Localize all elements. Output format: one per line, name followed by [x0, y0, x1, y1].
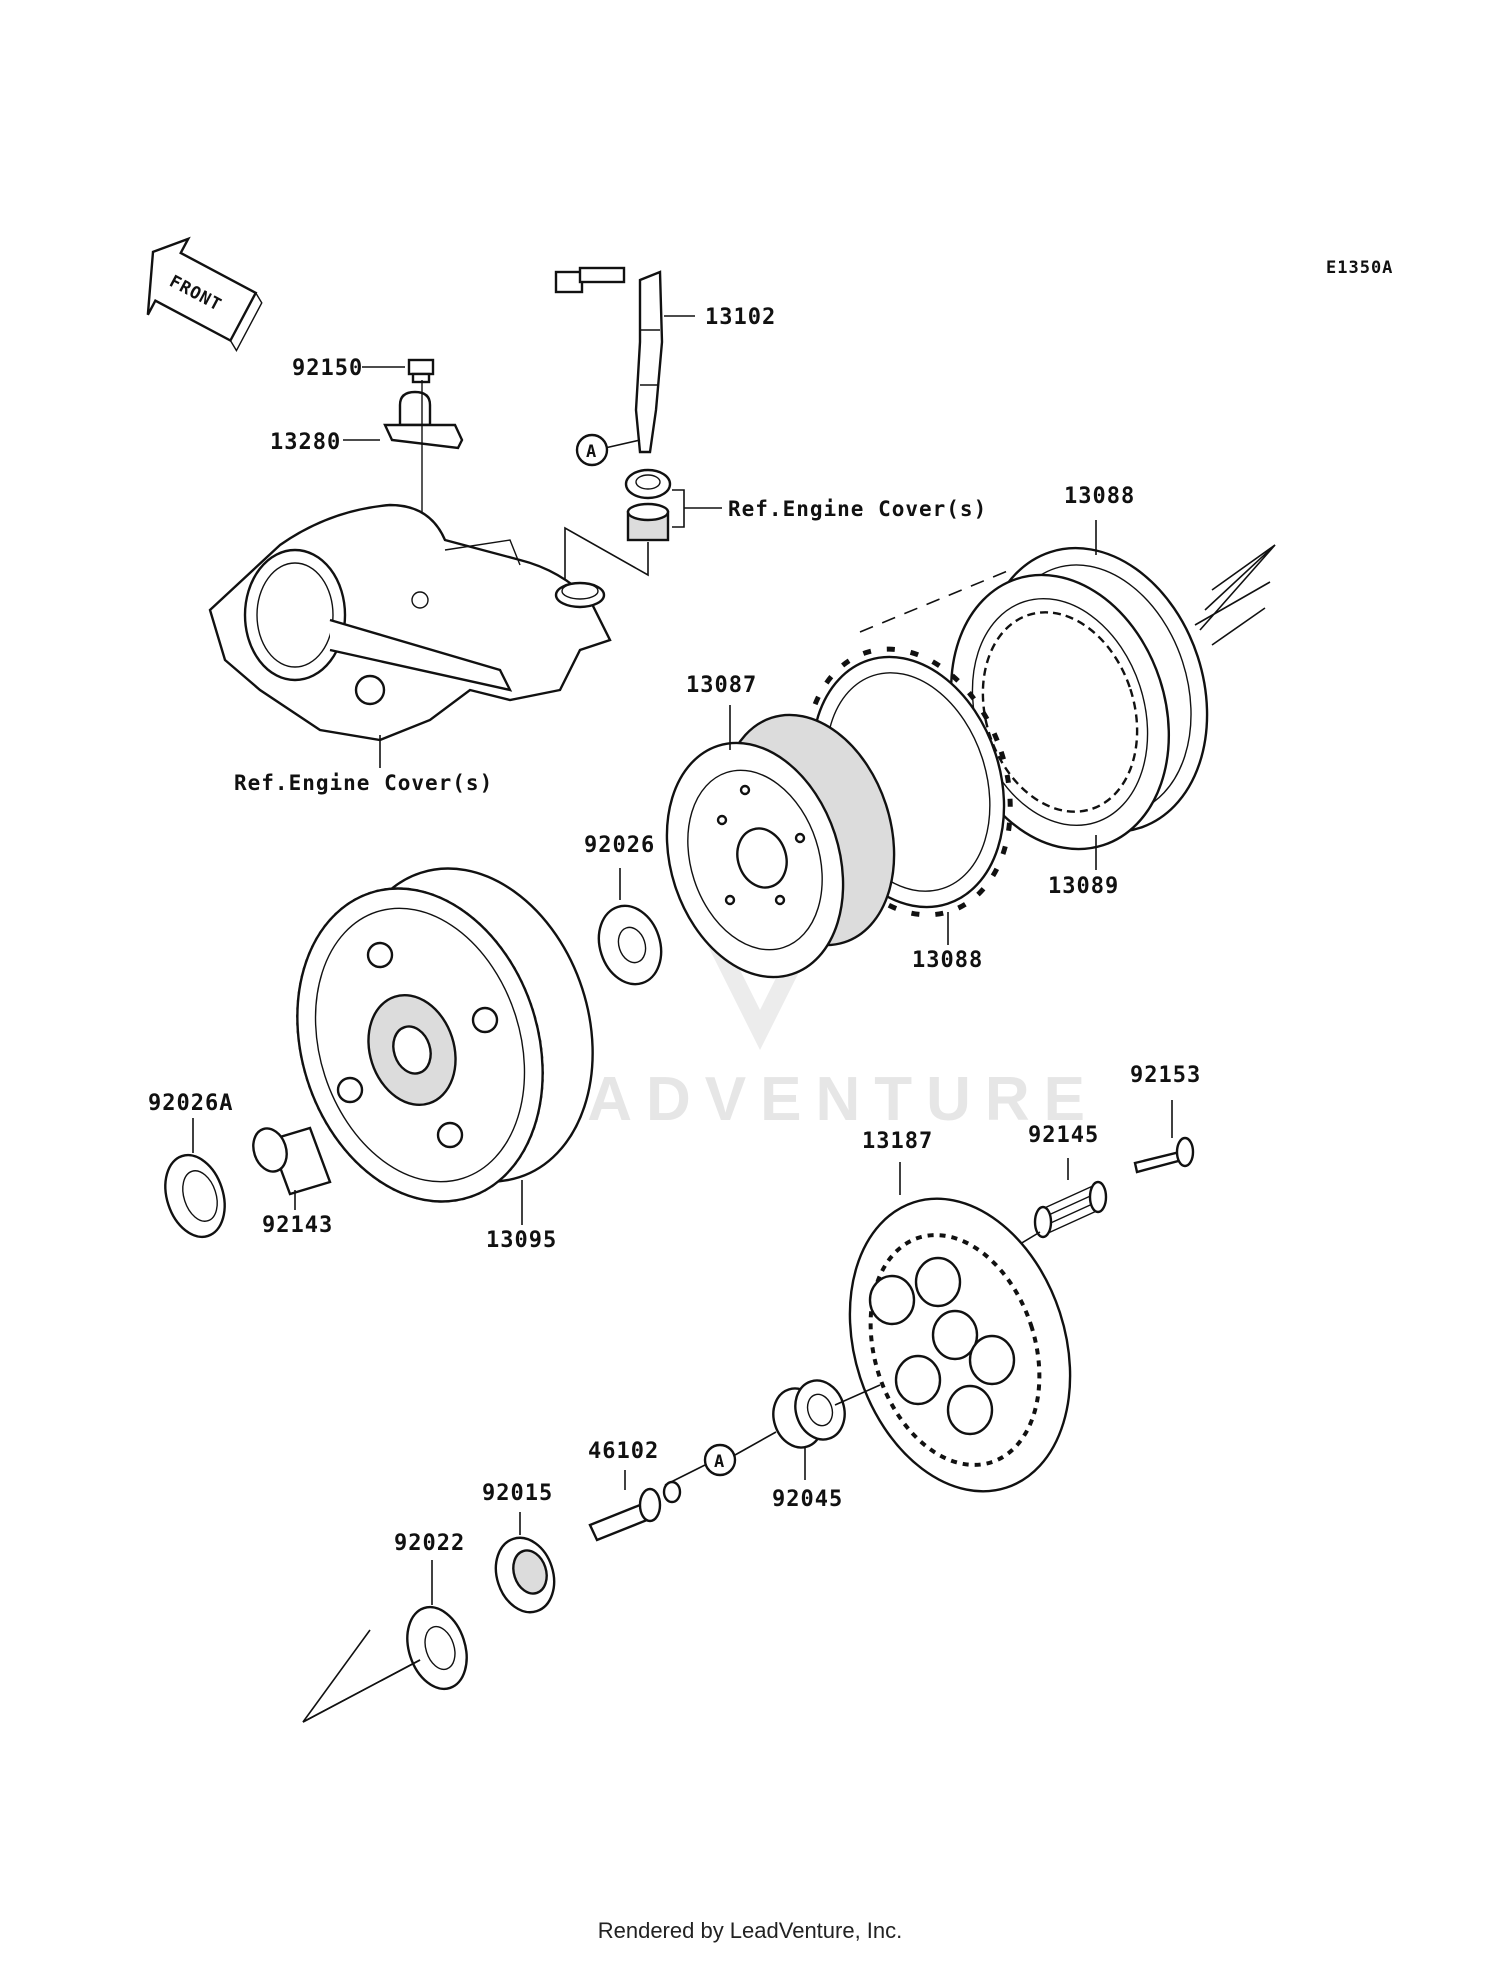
- push-rod-46102: [588, 1480, 682, 1542]
- label-92045: 92045: [772, 1487, 843, 1512]
- clutch-housing-13095: [296, 867, 594, 1203]
- diagram-code: E1350A: [1326, 258, 1393, 278]
- label-13187: 13187: [862, 1129, 933, 1154]
- washer-92026: [597, 904, 663, 986]
- bolt-92153: [1133, 1136, 1195, 1174]
- label-13089: 13089: [1048, 874, 1119, 899]
- label-13095: 13095: [486, 1228, 557, 1253]
- ref-engine-cover-lower: Ref.Engine Cover(s): [234, 771, 493, 795]
- washer-92022: [406, 1605, 468, 1691]
- label-13088-bottom: 13088: [912, 948, 983, 973]
- label-13088-top: 13088: [1064, 484, 1135, 509]
- label-92022: 92022: [394, 1531, 465, 1556]
- front-arrow: FRONT: [146, 236, 263, 352]
- callout-a-lower: A: [714, 1452, 725, 1472]
- label-13280: 13280: [270, 430, 341, 455]
- callout-a-upper: A: [586, 442, 597, 462]
- label-92026A: 92026A: [148, 1091, 233, 1116]
- label-92143: 92143: [262, 1213, 333, 1238]
- shaft-13102: [554, 266, 664, 454]
- ref-engine-cover-upper: Ref.Engine Cover(s): [728, 497, 987, 521]
- engine-cover: [208, 503, 612, 742]
- footer-credit: Rendered by LeadVenture, Inc.: [597, 1918, 903, 1943]
- spring-92145: [1033, 1180, 1108, 1239]
- bushing-92143: [252, 1126, 332, 1196]
- label-92026: 92026: [584, 833, 655, 858]
- seal-and-bearing: [624, 468, 672, 542]
- clutch-hub-13087: [665, 713, 896, 979]
- nut-92015: [494, 1536, 556, 1614]
- label-92150: 92150: [292, 356, 363, 381]
- bearing-92045: [772, 1379, 846, 1449]
- label-92145: 92145: [1028, 1123, 1099, 1148]
- label-92153: 92153: [1130, 1063, 1201, 1088]
- pressure-plate-13187: [848, 1197, 1072, 1493]
- label-13087: 13087: [686, 673, 757, 698]
- washer-92026A: [164, 1153, 226, 1239]
- bolt-92150: [407, 358, 435, 384]
- label-92015: 92015: [482, 1481, 553, 1506]
- label-13102: 13102: [705, 305, 776, 330]
- label-46102: 46102: [588, 1439, 659, 1464]
